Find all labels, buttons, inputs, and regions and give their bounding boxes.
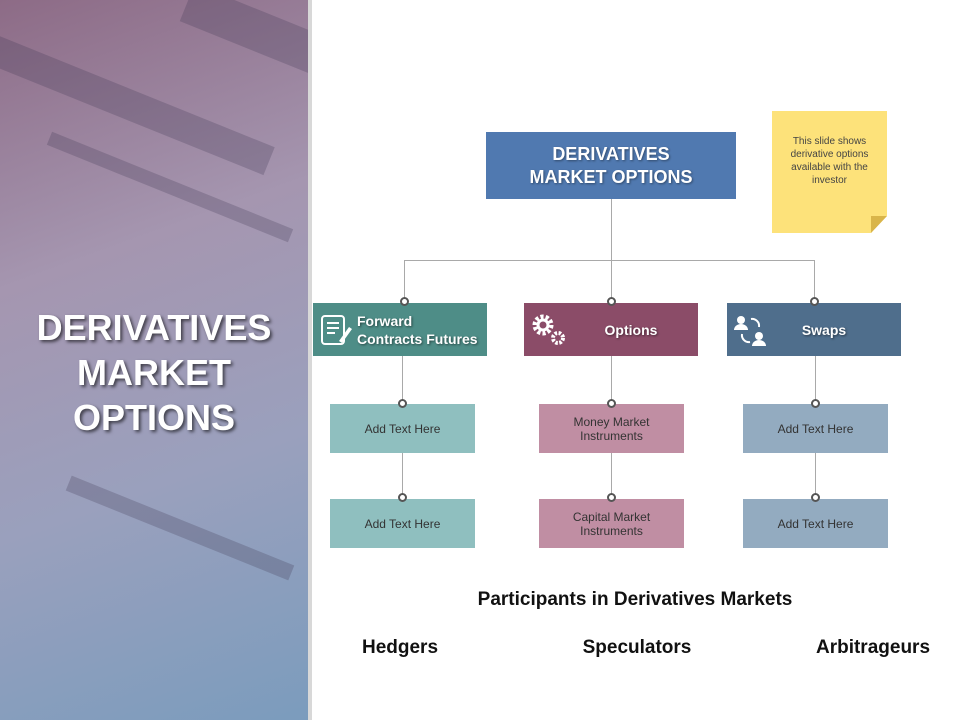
branch-options: Options	[524, 303, 698, 356]
sticky-note: This slide shows derivative options avai…	[772, 111, 887, 233]
item-box: Add Text Here	[743, 499, 888, 548]
connector-dot	[811, 493, 820, 502]
note-fold	[871, 216, 887, 233]
item-box: Capital Market Instruments	[539, 499, 684, 548]
background-image-panel: DERIVATIVES MARKET OPTIONS	[0, 0, 308, 720]
connector-dot	[607, 399, 616, 408]
connector	[404, 260, 815, 261]
participant-arbitrageurs: Arbitrageurs	[815, 637, 931, 658]
branch-label: Options	[604, 321, 658, 338]
gears-icon	[532, 314, 565, 345]
branch-label: Forward	[357, 312, 413, 329]
branch-label: Contracts Futures	[357, 330, 478, 347]
title-line: OPTIONS	[72, 397, 236, 438]
branch-swaps: Swaps	[727, 303, 901, 356]
participant-speculators: Speculators	[582, 637, 692, 658]
item-box: Add Text Here	[330, 499, 475, 548]
participant-hedgers: Hedgers	[361, 637, 439, 658]
participants-title: Participants in Derivatives Markets	[477, 589, 793, 610]
item-box: Add Text Here	[743, 404, 888, 453]
connector	[814, 260, 815, 303]
connector-dot	[398, 399, 407, 408]
connector-dot	[810, 297, 819, 306]
root-line: MARKET OPTIONS	[529, 166, 693, 187]
branch-label: Swaps	[801, 321, 847, 338]
title-line: DERIVATIVES	[36, 307, 272, 348]
connector-dot	[400, 297, 409, 306]
connector-dot	[811, 399, 820, 408]
title-line: MARKET	[77, 352, 231, 393]
contract-icon	[321, 315, 352, 345]
item-box: Add Text Here	[330, 404, 475, 453]
connector-dot	[607, 493, 616, 502]
divider	[308, 0, 312, 720]
user-swap-icon	[734, 316, 766, 346]
connector-dot	[607, 297, 616, 306]
connector	[611, 199, 612, 303]
root-line: DERIVATIVES	[552, 143, 670, 164]
slide-title: DERIVATIVES MARKET OPTIONS	[0, 305, 308, 440]
item-box: Money Market Instruments	[539, 404, 684, 453]
connector-dot	[398, 493, 407, 502]
connector	[404, 260, 405, 303]
